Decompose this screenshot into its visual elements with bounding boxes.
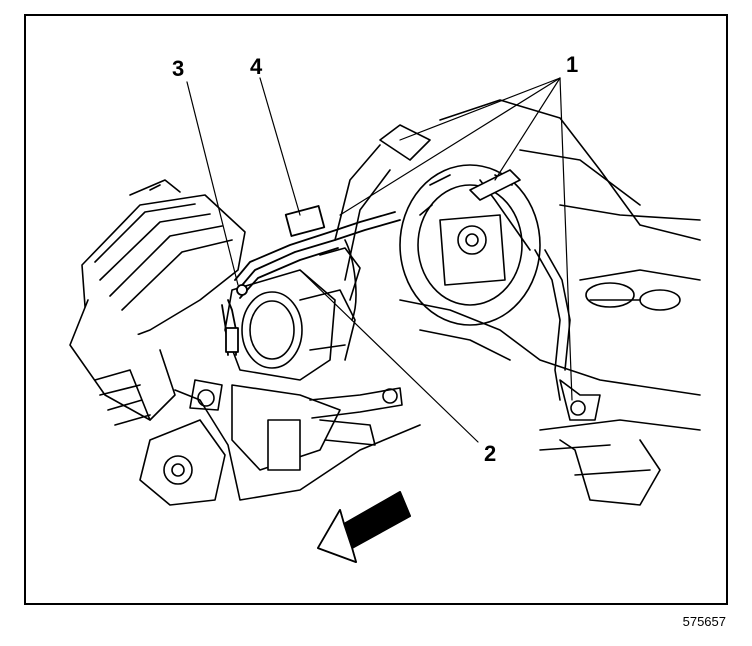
callout-3: 3 bbox=[172, 56, 185, 81]
front-of-vehicle-arrow bbox=[317, 491, 411, 563]
callout-4: 4 bbox=[250, 54, 263, 79]
intake-manifold bbox=[69, 179, 246, 506]
fuel-lines bbox=[221, 205, 401, 356]
callout-1: 1 bbox=[566, 52, 579, 77]
figure-number: 575657 bbox=[682, 614, 726, 629]
callout-leaders bbox=[186, 77, 573, 443]
firewall-structure bbox=[399, 99, 701, 506]
brake-booster bbox=[334, 124, 541, 326]
callout-2: 2 bbox=[484, 441, 497, 466]
throttle-body bbox=[174, 239, 421, 501]
